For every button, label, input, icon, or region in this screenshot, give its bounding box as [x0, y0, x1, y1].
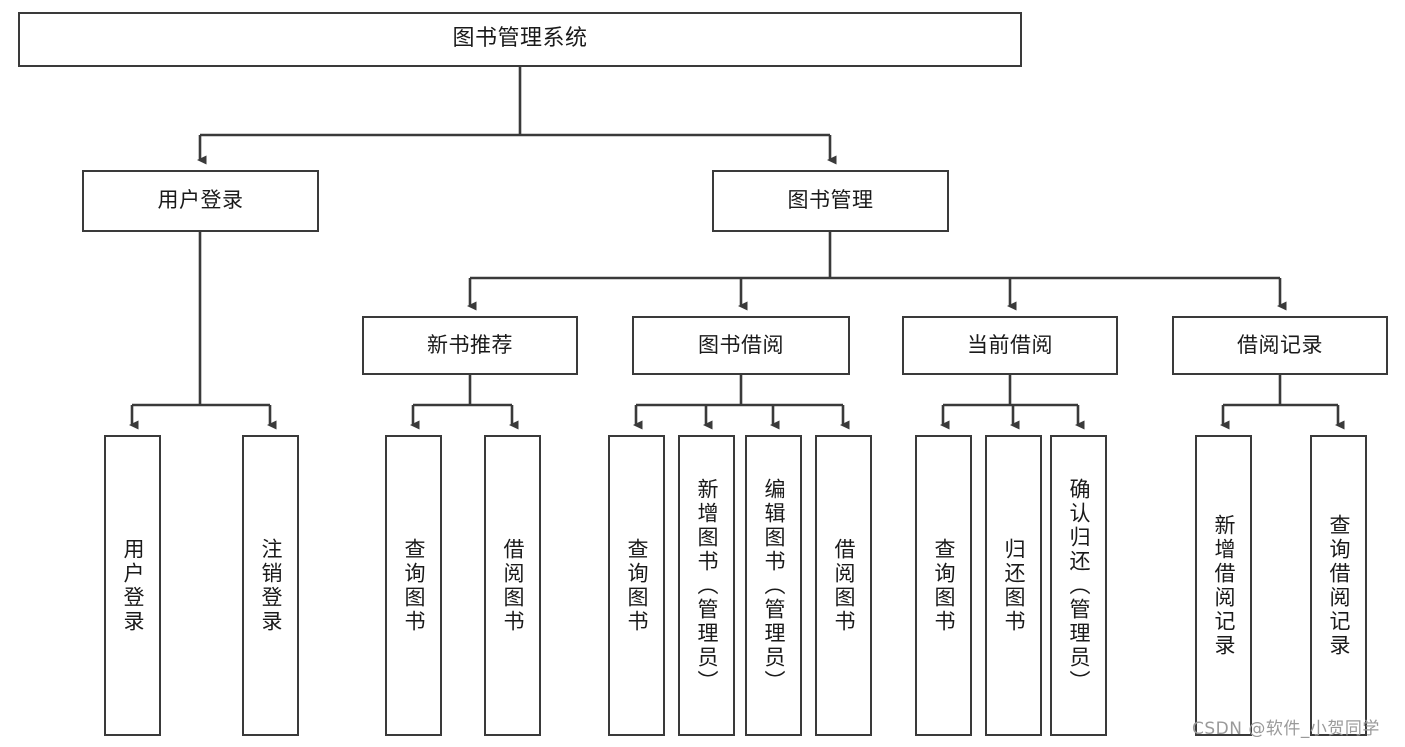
- node-leaf-edit-book-admin[interactable]: 编辑图书（管理员）: [745, 435, 802, 736]
- node-leaf-query-book-borrow[interactable]: 查询图书: [608, 435, 665, 736]
- node-label: 用户登录: [157, 188, 244, 213]
- node-leaf-query-book-rec[interactable]: 查询图书: [385, 435, 442, 736]
- node-book-borrow[interactable]: 图书借阅: [632, 316, 850, 375]
- node-leaf-add-book-admin[interactable]: 新增图书（管理员）: [678, 435, 735, 736]
- node-borrow-record[interactable]: 借阅记录: [1172, 316, 1388, 375]
- node-leaf-user-login[interactable]: 用户登录: [104, 435, 161, 736]
- node-leaf-logout[interactable]: 注销登录: [242, 435, 299, 736]
- node-label: 确认归还（管理员）: [1067, 477, 1091, 694]
- node-user-login[interactable]: 用户登录: [82, 170, 319, 232]
- node-label: 借阅图书: [501, 537, 525, 634]
- node-label: 新书推荐: [427, 332, 513, 357]
- node-new-book-recommend[interactable]: 新书推荐: [362, 316, 578, 375]
- node-leaf-confirm-return-admin[interactable]: 确认归还（管理员）: [1050, 435, 1107, 736]
- node-label: 新增图书（管理员）: [695, 477, 719, 694]
- node-leaf-add-borrow-record[interactable]: 新增借阅记录: [1195, 435, 1252, 736]
- node-label: 查询图书: [932, 537, 956, 634]
- node-root-system[interactable]: 图书管理系统: [18, 12, 1022, 67]
- node-leaf-borrow-book[interactable]: 借阅图书: [815, 435, 872, 736]
- node-label: 图书借阅: [698, 332, 784, 357]
- node-label: 注销登录: [259, 537, 283, 634]
- node-leaf-query-borrow-record[interactable]: 查询借阅记录: [1310, 435, 1367, 736]
- node-label: 借阅记录: [1237, 332, 1323, 357]
- node-label: 归还图书: [1002, 537, 1026, 634]
- node-current-borrow[interactable]: 当前借阅: [902, 316, 1118, 375]
- node-label: 图书管理系统: [452, 26, 588, 52]
- node-label: 查询图书: [625, 537, 649, 634]
- node-leaf-query-book-current[interactable]: 查询图书: [915, 435, 972, 736]
- csdn-watermark: CSDN @软件_小贺同学: [1192, 719, 1380, 739]
- node-label: 借阅图书: [832, 537, 856, 634]
- node-label: 查询图书: [402, 537, 426, 634]
- node-label: 编辑图书（管理员）: [762, 477, 786, 694]
- node-label: 查询借阅记录: [1327, 513, 1351, 658]
- node-label: 当前借阅: [967, 332, 1053, 357]
- node-label: 图书管理: [787, 188, 874, 213]
- node-label: 新增借阅记录: [1212, 513, 1236, 658]
- node-leaf-borrow-book-rec[interactable]: 借阅图书: [484, 435, 541, 736]
- node-book-management[interactable]: 图书管理: [712, 170, 949, 232]
- node-label: 用户登录: [121, 537, 145, 634]
- node-leaf-return-book[interactable]: 归还图书: [985, 435, 1042, 736]
